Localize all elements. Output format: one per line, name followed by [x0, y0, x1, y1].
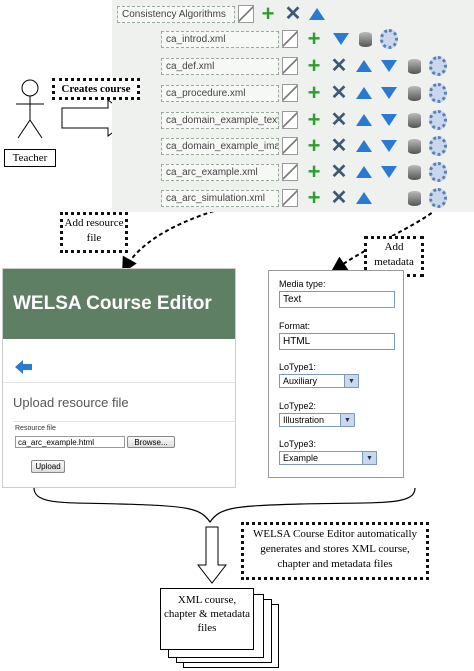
resource-file-label: Resource file — [15, 425, 56, 432]
delete-icon[interactable]: ✕ — [330, 135, 348, 157]
database-icon[interactable] — [405, 111, 423, 129]
chevron-down-icon: ▼ — [340, 414, 354, 426]
tree-item[interactable]: ca_introd.xml — [161, 31, 279, 48]
creates-course-label: Creates course — [52, 78, 140, 100]
delete-icon[interactable]: ✕ — [330, 55, 348, 77]
delete-icon[interactable]: ✕ — [330, 161, 348, 183]
edit-icon[interactable] — [281, 30, 299, 48]
tree-item[interactable]: ca_domain_example_text.x — [161, 112, 279, 129]
back-arrow-icon[interactable] — [13, 359, 33, 375]
lotype2-value: Illustration — [283, 415, 325, 425]
lotype1-value: Auxiliary — [283, 376, 318, 386]
add-icon[interactable]: + — [307, 159, 321, 184]
upload-button[interactable]: Upload — [31, 460, 65, 473]
browse-button[interactable]: Browse... — [127, 436, 175, 448]
teacher-label: Teacher — [4, 149, 56, 167]
delete-icon[interactable]: ✕ — [330, 187, 348, 209]
add-icon[interactable]: + — [307, 53, 321, 78]
lotype3-label: LoType3: — [279, 439, 317, 449]
edit-icon[interactable] — [281, 163, 299, 181]
edit-icon[interactable] — [281, 111, 299, 129]
edit-icon[interactable] — [281, 189, 299, 207]
move-down-icon[interactable] — [380, 163, 398, 181]
chevron-down-icon: ▼ — [362, 452, 376, 464]
course-editor-window: WELSA Course Editor Upload resource file… — [2, 268, 236, 488]
add-icon[interactable]: + — [307, 107, 321, 132]
gear-icon[interactable] — [429, 110, 447, 130]
lotype1-select[interactable]: Auxiliary ▼ — [279, 374, 359, 388]
tree-item[interactable]: ca_def.xml — [161, 58, 279, 75]
move-up-icon[interactable] — [355, 163, 373, 181]
move-down-icon[interactable] — [380, 57, 398, 75]
move-up-icon[interactable] — [355, 137, 373, 155]
move-up-icon[interactable] — [355, 111, 373, 129]
move-up-icon[interactable] — [355, 84, 373, 102]
tree-item[interactable]: ca_arc_example.xml — [161, 164, 279, 181]
database-icon[interactable] — [405, 189, 423, 207]
database-icon[interactable] — [405, 137, 423, 155]
lotype3-select[interactable]: Example ▼ — [279, 451, 377, 465]
add-icon[interactable]: + — [261, 1, 275, 26]
lotype2-select[interactable]: Illustration ▼ — [279, 413, 355, 427]
delete-icon[interactable]: ✕ — [330, 82, 348, 104]
format-label: Format: — [279, 321, 311, 331]
add-icon[interactable]: + — [307, 133, 321, 158]
divider — [3, 382, 235, 383]
divider — [13, 421, 235, 422]
move-up-icon[interactable] — [355, 189, 373, 207]
move-up-icon[interactable] — [355, 57, 373, 75]
add-icon[interactable]: + — [307, 26, 321, 51]
delete-icon[interactable]: ✕ — [284, 3, 302, 25]
gear-icon[interactable] — [429, 136, 447, 156]
add-icon[interactable]: + — [307, 185, 321, 210]
brace — [33, 487, 416, 524]
metadata-panel: Media type: Text Format: HTML LoType1: A… — [268, 270, 404, 478]
edit-icon[interactable] — [237, 5, 255, 23]
lotype2-label: LoType2: — [279, 401, 317, 411]
chevron-down-icon: ▼ — [344, 375, 358, 387]
gear-icon[interactable] — [429, 188, 447, 208]
delete-icon[interactable]: ✕ — [330, 109, 348, 131]
edit-icon[interactable] — [281, 84, 299, 102]
database-icon[interactable] — [405, 84, 423, 102]
tree-item[interactable]: ca_domain_example_image — [161, 138, 279, 155]
gear-icon[interactable] — [429, 83, 447, 103]
auto-generate-label: WELSA Course Editor automatically genera… — [241, 522, 429, 580]
lotype3-value: Example — [283, 453, 319, 463]
move-down-icon[interactable] — [380, 111, 398, 129]
tree-item[interactable]: ca_procedure.xml — [161, 85, 279, 102]
add-resource-label: Add resource file — [60, 212, 128, 253]
move-up-icon[interactable] — [308, 5, 326, 23]
edit-icon[interactable] — [281, 137, 299, 155]
add-icon[interactable]: + — [307, 80, 321, 105]
editor-title: WELSA Course Editor — [3, 269, 235, 339]
edit-icon[interactable] — [281, 57, 299, 75]
format-field[interactable]: HTML — [279, 333, 395, 350]
teacher-figure-icon — [16, 79, 44, 139]
gear-icon[interactable] — [380, 29, 398, 49]
upload-heading: Upload resource file — [13, 395, 129, 410]
tree-item[interactable]: ca_arc_simulation.xml — [161, 190, 279, 207]
tree-root[interactable]: Consistency Algorithms — [117, 6, 235, 23]
resource-file-input[interactable]: ca_arc_example.html — [15, 436, 125, 448]
xml-files-document: XML course, chapter & metadata files — [160, 588, 254, 650]
gear-icon[interactable] — [429, 162, 447, 182]
database-icon[interactable] — [405, 57, 423, 75]
move-down-icon[interactable] — [332, 30, 350, 48]
media-type-label: Media type: — [279, 279, 326, 289]
lotype1-label: LoType1: — [279, 362, 317, 372]
media-type-field[interactable]: Text — [279, 291, 395, 308]
move-down-icon[interactable] — [380, 84, 398, 102]
gear-icon[interactable] — [429, 56, 447, 76]
move-down-icon[interactable] — [380, 137, 398, 155]
database-icon[interactable] — [405, 163, 423, 181]
down-arrow — [196, 526, 228, 584]
database-icon[interactable] — [356, 30, 374, 48]
